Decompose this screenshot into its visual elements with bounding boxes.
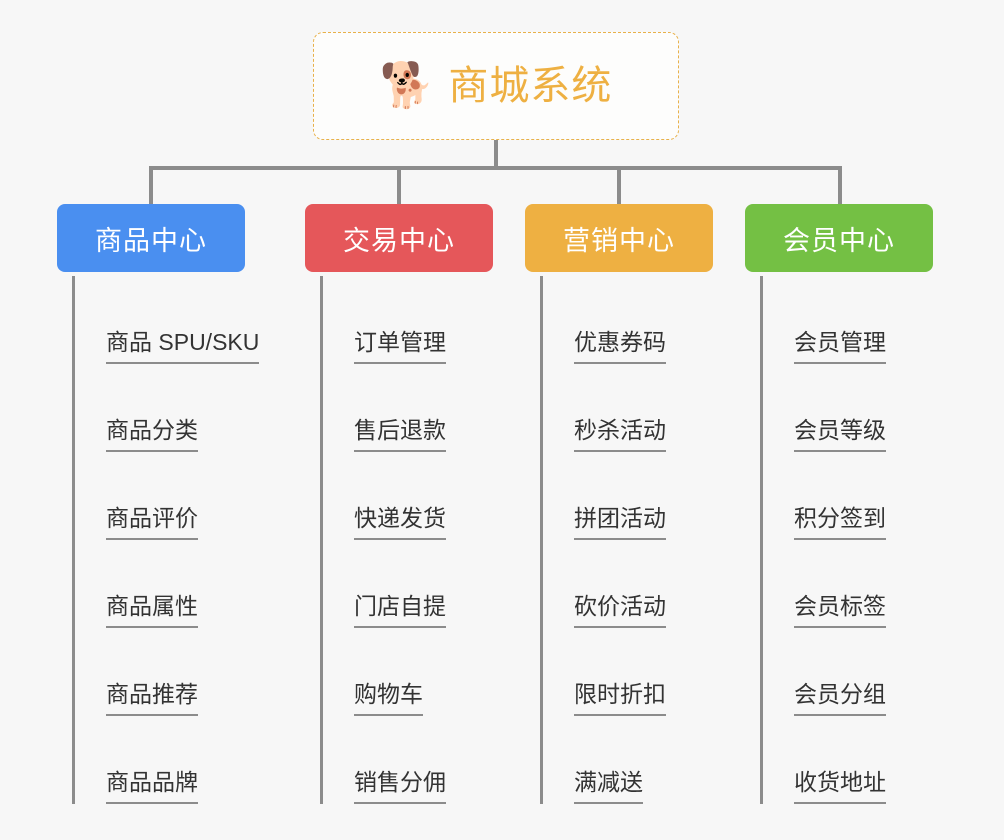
branch-header-trade[interactable]: 交易中心	[305, 204, 493, 272]
leaf-item[interactable]: 优惠券码	[540, 276, 713, 364]
leaf-item[interactable]: 会员等级	[760, 364, 933, 452]
leaf-item-label: 快递发货	[354, 504, 446, 540]
leaf-item[interactable]: 售后退款	[320, 364, 493, 452]
leaf-item[interactable]: 砍价活动	[540, 540, 713, 628]
leaf-item-label: 会员管理	[794, 328, 886, 364]
leaf-item[interactable]: 拼团活动	[540, 452, 713, 540]
leaf-item[interactable]: 积分签到	[760, 452, 933, 540]
leaf-item[interactable]: 订单管理	[320, 276, 493, 364]
connector-drop-4	[838, 168, 842, 204]
leaf-item-label: 售后退款	[354, 416, 446, 452]
leaf-item-label: 收货地址	[794, 768, 886, 804]
leaf-item-label: 销售分佣	[354, 768, 446, 804]
leaf-item-label: 限时折扣	[574, 680, 666, 716]
leaf-item-label: 拼团活动	[574, 504, 666, 540]
leaf-item-label: 商品评价	[106, 504, 198, 540]
branch-column-marketing: 营销中心 优惠券码 秒杀活动 拼团活动 砍价活动 限时折扣 满减送	[525, 204, 713, 804]
leaf-item[interactable]: 门店自提	[320, 540, 493, 628]
branch-column-product: 商品中心 商品 SPU/SKU 商品分类 商品评价 商品属性 商品推荐 商品品牌	[57, 204, 260, 804]
leaf-item[interactable]: 会员标签	[760, 540, 933, 628]
connector-root-stem	[494, 140, 498, 168]
leaf-item-label: 订单管理	[354, 328, 446, 364]
branch-header-member[interactable]: 会员中心	[745, 204, 933, 272]
leaf-item-label: 商品分类	[106, 416, 198, 452]
connector-drop-1	[149, 168, 153, 204]
leaf-item[interactable]: 商品评价	[72, 452, 245, 540]
leaf-item-label: 砍价活动	[574, 592, 666, 628]
branch-rail	[72, 276, 75, 804]
branch-items-marketing: 优惠券码 秒杀活动 拼团活动 砍价活动 限时折扣 满减送	[525, 276, 713, 804]
leaf-item-label: 商品品牌	[106, 768, 198, 804]
leaf-item[interactable]: 商品 SPU/SKU	[72, 276, 260, 364]
branch-items-member: 会员管理 会员等级 积分签到 会员标签 会员分组 收货地址	[745, 276, 933, 804]
connector-drop-2	[397, 168, 401, 204]
leaf-item-label: 商品推荐	[106, 680, 198, 716]
branch-rail	[320, 276, 323, 804]
leaf-item[interactable]: 秒杀活动	[540, 364, 713, 452]
leaf-item[interactable]: 满减送	[540, 716, 713, 804]
branch-items-trade: 订单管理 售后退款 快递发货 门店自提 购物车 销售分佣	[305, 276, 493, 804]
leaf-item[interactable]: 销售分佣	[320, 716, 493, 804]
connector-drop-3	[617, 168, 621, 204]
branch-rail	[540, 276, 543, 804]
leaf-item[interactable]: 会员分组	[760, 628, 933, 716]
leaf-item-label: 会员等级	[794, 416, 886, 452]
shiba-dog-face-icon: 🐕	[379, 61, 435, 110]
root-node-title: 商城系统	[448, 64, 613, 108]
leaf-item-label: 秒杀活动	[574, 416, 666, 452]
leaf-item-label: 商品属性	[106, 592, 198, 628]
branch-rail	[760, 276, 763, 804]
branch-items-product: 商品 SPU/SKU 商品分类 商品评价 商品属性 商品推荐 商品品牌	[57, 276, 260, 804]
leaf-item-label: 积分签到	[794, 504, 886, 540]
connector-horizontal-bus	[149, 166, 842, 170]
branch-header-product[interactable]: 商品中心	[57, 204, 245, 272]
leaf-item-label: 会员分组	[794, 680, 886, 716]
leaf-item[interactable]: 会员管理	[760, 276, 933, 364]
root-node[interactable]: 🐕 商城系统	[313, 32, 679, 140]
leaf-item-label: 门店自提	[354, 592, 446, 628]
leaf-item[interactable]: 商品分类	[72, 364, 245, 452]
leaf-item-label: 购物车	[354, 680, 423, 716]
leaf-item[interactable]: 限时折扣	[540, 628, 713, 716]
branch-header-marketing[interactable]: 营销中心	[525, 204, 713, 272]
leaf-item[interactable]: 商品推荐	[72, 628, 245, 716]
leaf-item[interactable]: 购物车	[320, 628, 493, 716]
leaf-item[interactable]: 快递发货	[320, 452, 493, 540]
leaf-item[interactable]: 商品品牌	[72, 716, 245, 804]
branch-column-member: 会员中心 会员管理 会员等级 积分签到 会员标签 会员分组 收货地址	[745, 204, 933, 804]
leaf-item-label: 优惠券码	[574, 328, 666, 364]
leaf-item-label: 商品 SPU/SKU	[106, 328, 260, 364]
leaf-item[interactable]: 商品属性	[72, 540, 245, 628]
branch-column-trade: 交易中心 订单管理 售后退款 快递发货 门店自提 购物车 销售分佣	[305, 204, 493, 804]
leaf-item-label: 满减送	[574, 768, 643, 804]
leaf-item[interactable]: 收货地址	[760, 716, 933, 804]
leaf-item-label: 会员标签	[794, 592, 886, 628]
